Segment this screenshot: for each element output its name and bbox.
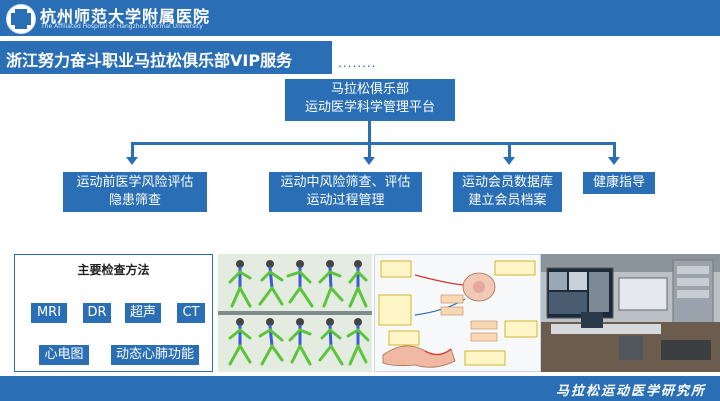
method-chip-cpet: 动态心肺功能 [111,345,199,365]
org-child-3-line2: 建立会员档案 [468,193,547,208]
footer-institute: 马拉松运动医学研究所 [555,384,706,399]
org-child-3-line1: 运动会员数据库 [461,175,553,190]
connector-drop-4 [613,142,616,158]
org-child-1-line2: 隐患筛查 [108,193,161,208]
org-child-box-3: 运动会员数据库 建立会员档案 [453,172,562,212]
slide-title-bar: 浙江努力奋斗职业马拉松俱乐部VIP服务 [0,41,332,74]
gait-analysis-image [218,254,372,372]
arrow-down-icon [126,157,138,165]
connector-drop-3 [508,142,511,158]
method-chip-ecg: 心电图 [39,345,89,365]
org-root-line2: 运动医学科学管理平台 [304,100,435,115]
hospital-name-en: The Affiliated Hospital of Hangzhou Norm… [41,23,203,30]
org-child-2-line1: 运动中风险筛查、评估 [280,175,411,190]
org-root-line1: 马拉松俱乐部 [330,82,409,97]
exam-heading: 主要检查方法 [77,263,150,277]
anatomy-diagram-image [374,254,541,372]
exam-methods-panel: 主要检查方法 MRI DR 超声 CT 心电图 动态心肺功能 [14,254,213,372]
arrow-down-icon [503,157,515,165]
title-dots: ........ [338,56,377,70]
org-root-box: 马拉松俱乐部 运动医学科学管理平台 [285,79,455,121]
org-child-box-1: 运动前医学风险评估 隐患筛查 [63,172,207,212]
slide-title: 浙江努力奋斗职业马拉松俱乐部VIP服务 [6,51,293,70]
hospital-name: 杭州师范大学附属医院 [40,7,211,26]
org-child-4-line1: 健康指导 [592,175,645,190]
connector-drop-2 [368,142,371,158]
arrow-down-icon [363,157,375,165]
org-child-box-4: 健康指导 [583,172,655,194]
footer-bar: 马拉松运动医学研究所 [0,376,720,401]
connector-root-down [368,121,371,143]
arrow-down-icon [608,157,620,165]
method-chip-ultrasound: 超声 [125,303,161,323]
clinic-room-photo [541,254,720,372]
method-chip-mri: MRI [31,303,67,323]
org-child-1-line1: 运动前医学风险评估 [76,175,194,190]
method-chip-dr: DR [83,303,111,323]
org-child-box-2: 运动中风险筛查、评估 运动过程管理 [269,172,422,212]
connector-drop-1 [131,142,134,158]
header-bar: 杭州师范大学附属医院 The Affiliated Hospital of Ha… [0,0,720,36]
hospital-cross-logo-icon [6,4,36,34]
connector-horizontal [131,142,615,145]
org-child-2-line2: 运动过程管理 [306,193,385,208]
method-chip-ct: CT [177,303,205,323]
